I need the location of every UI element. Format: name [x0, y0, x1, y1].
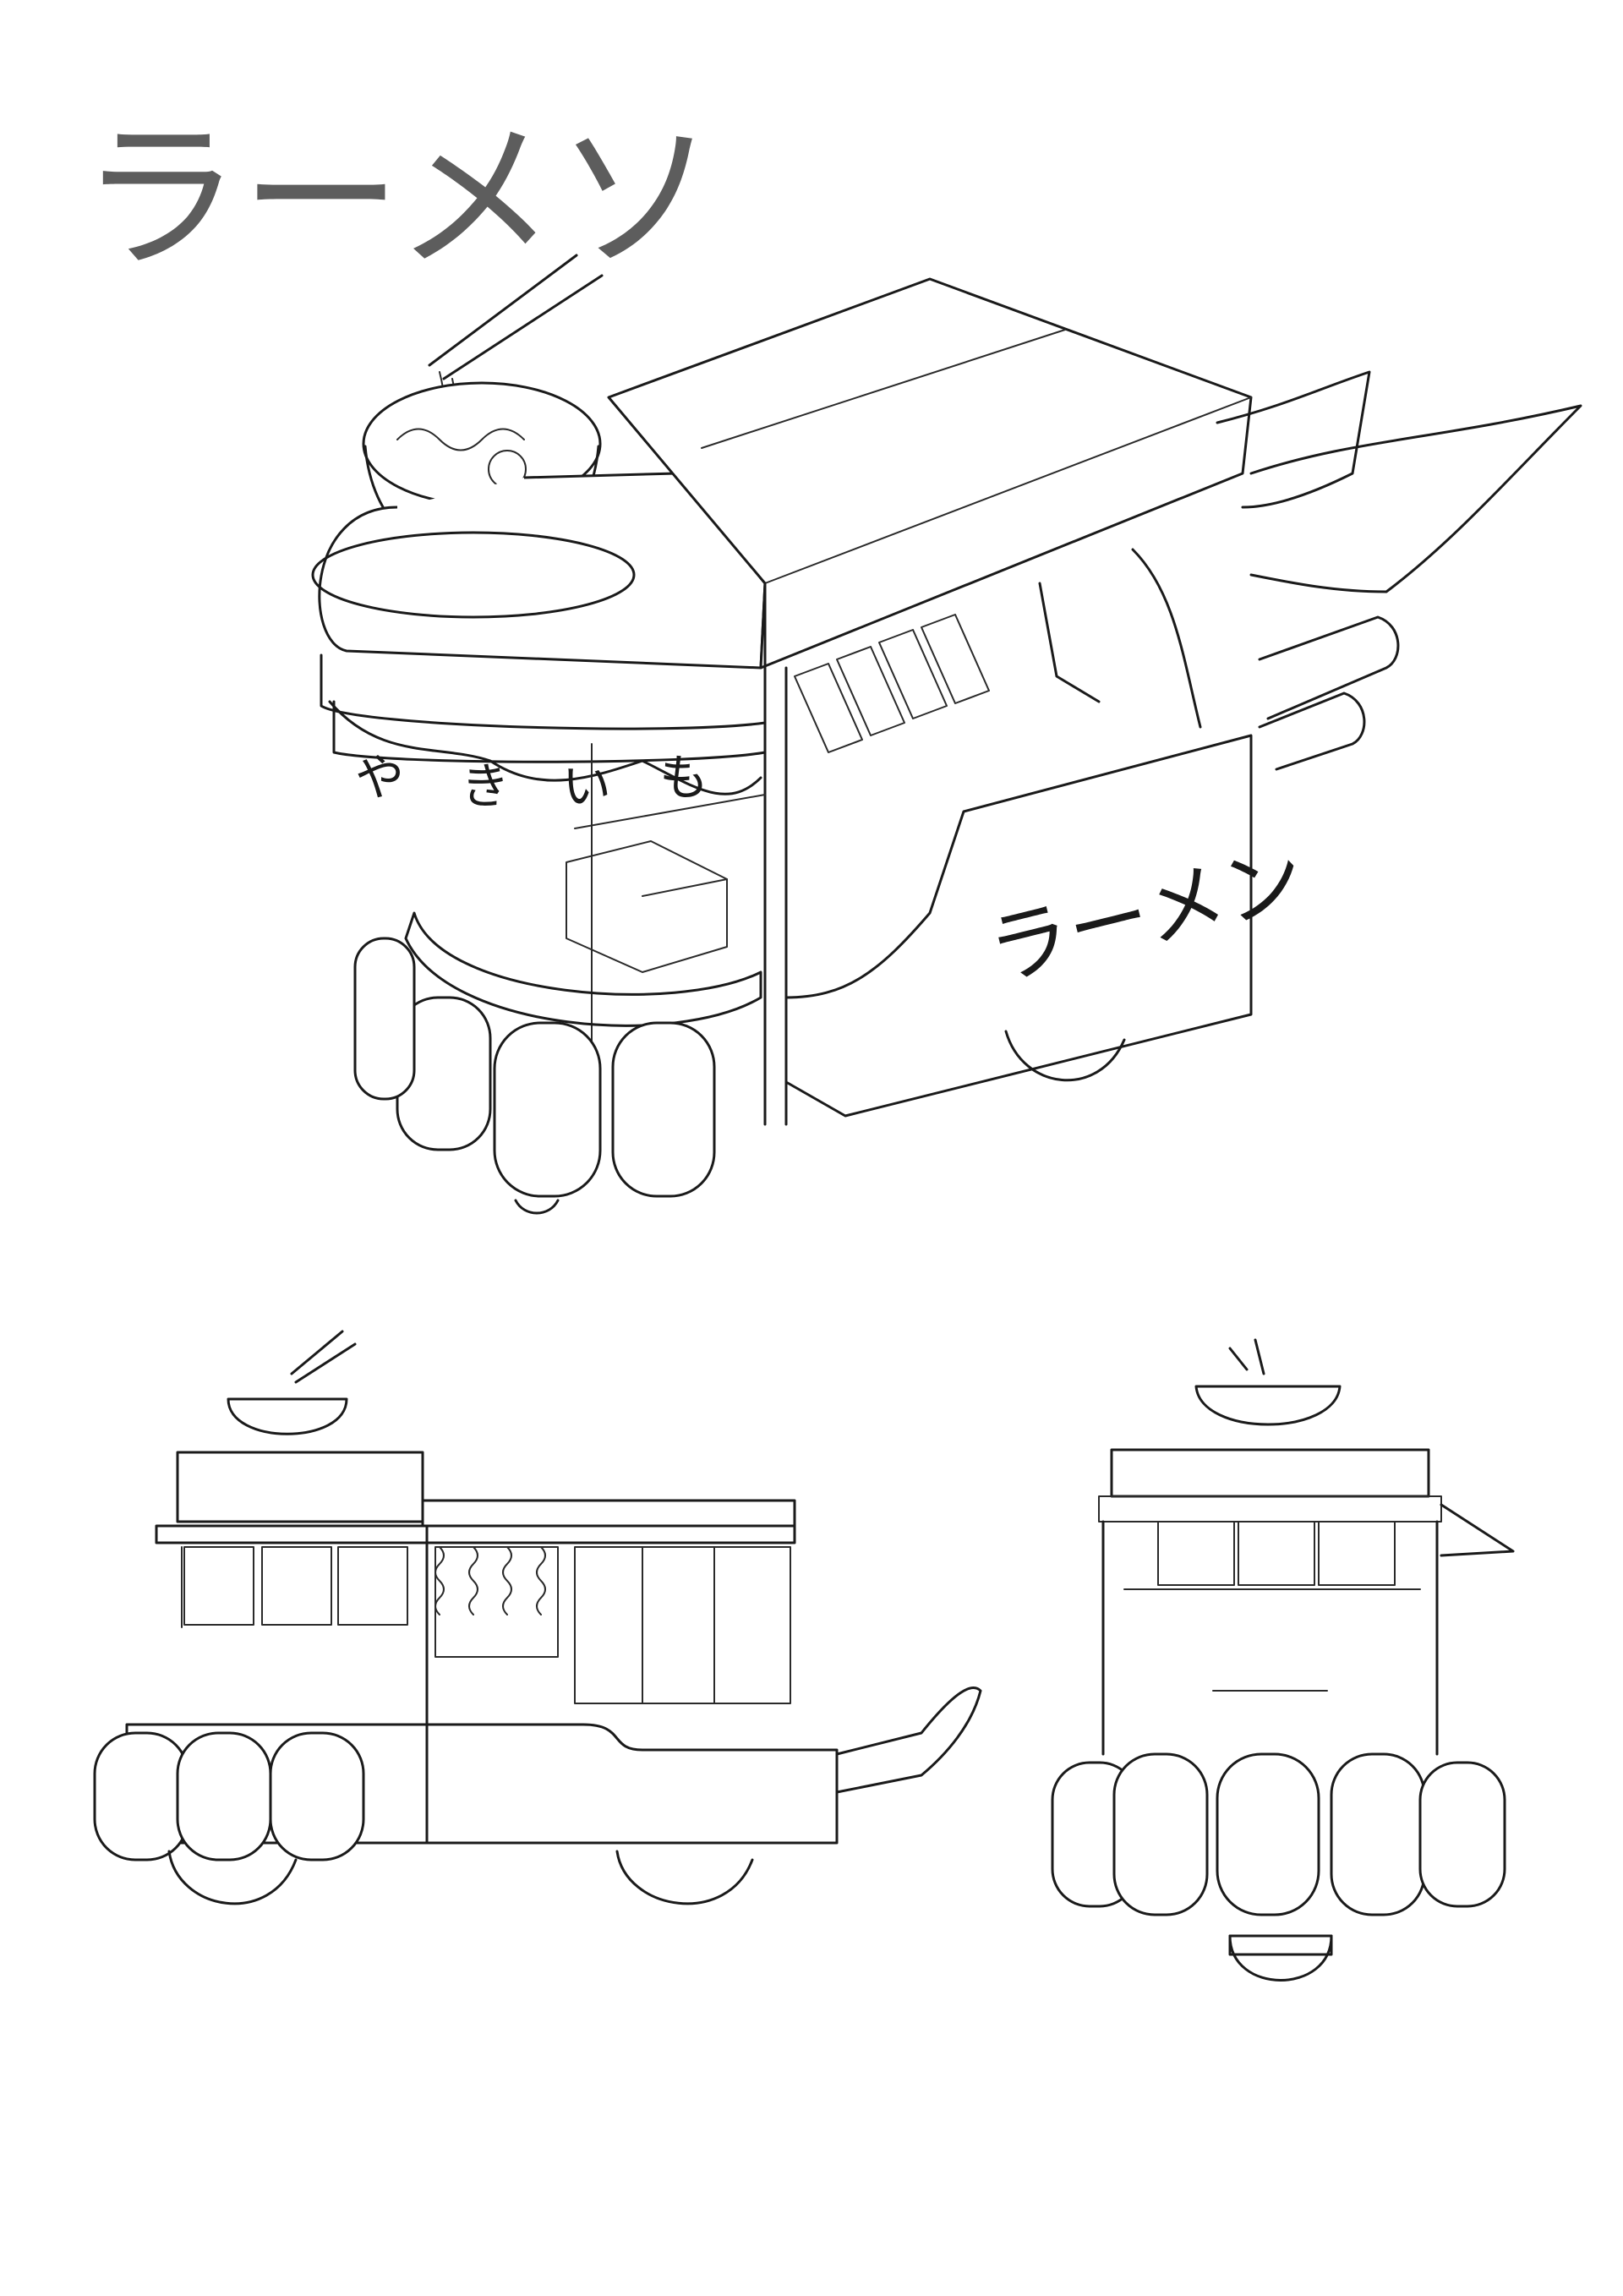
exhaust-pipes: [1258, 615, 1400, 771]
brush-title: ラーメソ: [80, 105, 716, 292]
left-counter: [311, 472, 767, 763]
wheels: [514, 1030, 1126, 1215]
storage-boxes: [566, 840, 728, 973]
banner-char-4: も: [659, 749, 708, 806]
noodle-rolls: [794, 614, 990, 753]
banner-char-1: や: [355, 749, 404, 806]
front-wheel: [1228, 1934, 1333, 1982]
banner-cloth: や き い も: [328, 700, 762, 815]
side-elevation-view: [93, 1330, 982, 1905]
front-elevation-view: [1051, 1338, 1515, 1982]
side-lanterns: [93, 1731, 365, 1861]
banner-char-2: き: [461, 757, 510, 815]
side-bowl-icon: [227, 1397, 348, 1435]
front-lanterns: [1051, 1752, 1506, 1916]
cart-body: ラーメン: [574, 582, 1314, 1126]
front-bowl-icon: [1194, 1385, 1342, 1426]
banner-char-3: い: [562, 757, 611, 815]
side-rear-wheel: [615, 1850, 754, 1905]
side-front-wheel: [167, 1850, 298, 1905]
perspective-view: や き い も ラーメン: [311, 254, 1582, 1215]
front-streamer: [1440, 1503, 1515, 1557]
streamer-flags: [1038, 370, 1582, 729]
paper-lanterns: [353, 911, 762, 1198]
side-exhaust: [835, 1686, 982, 1794]
